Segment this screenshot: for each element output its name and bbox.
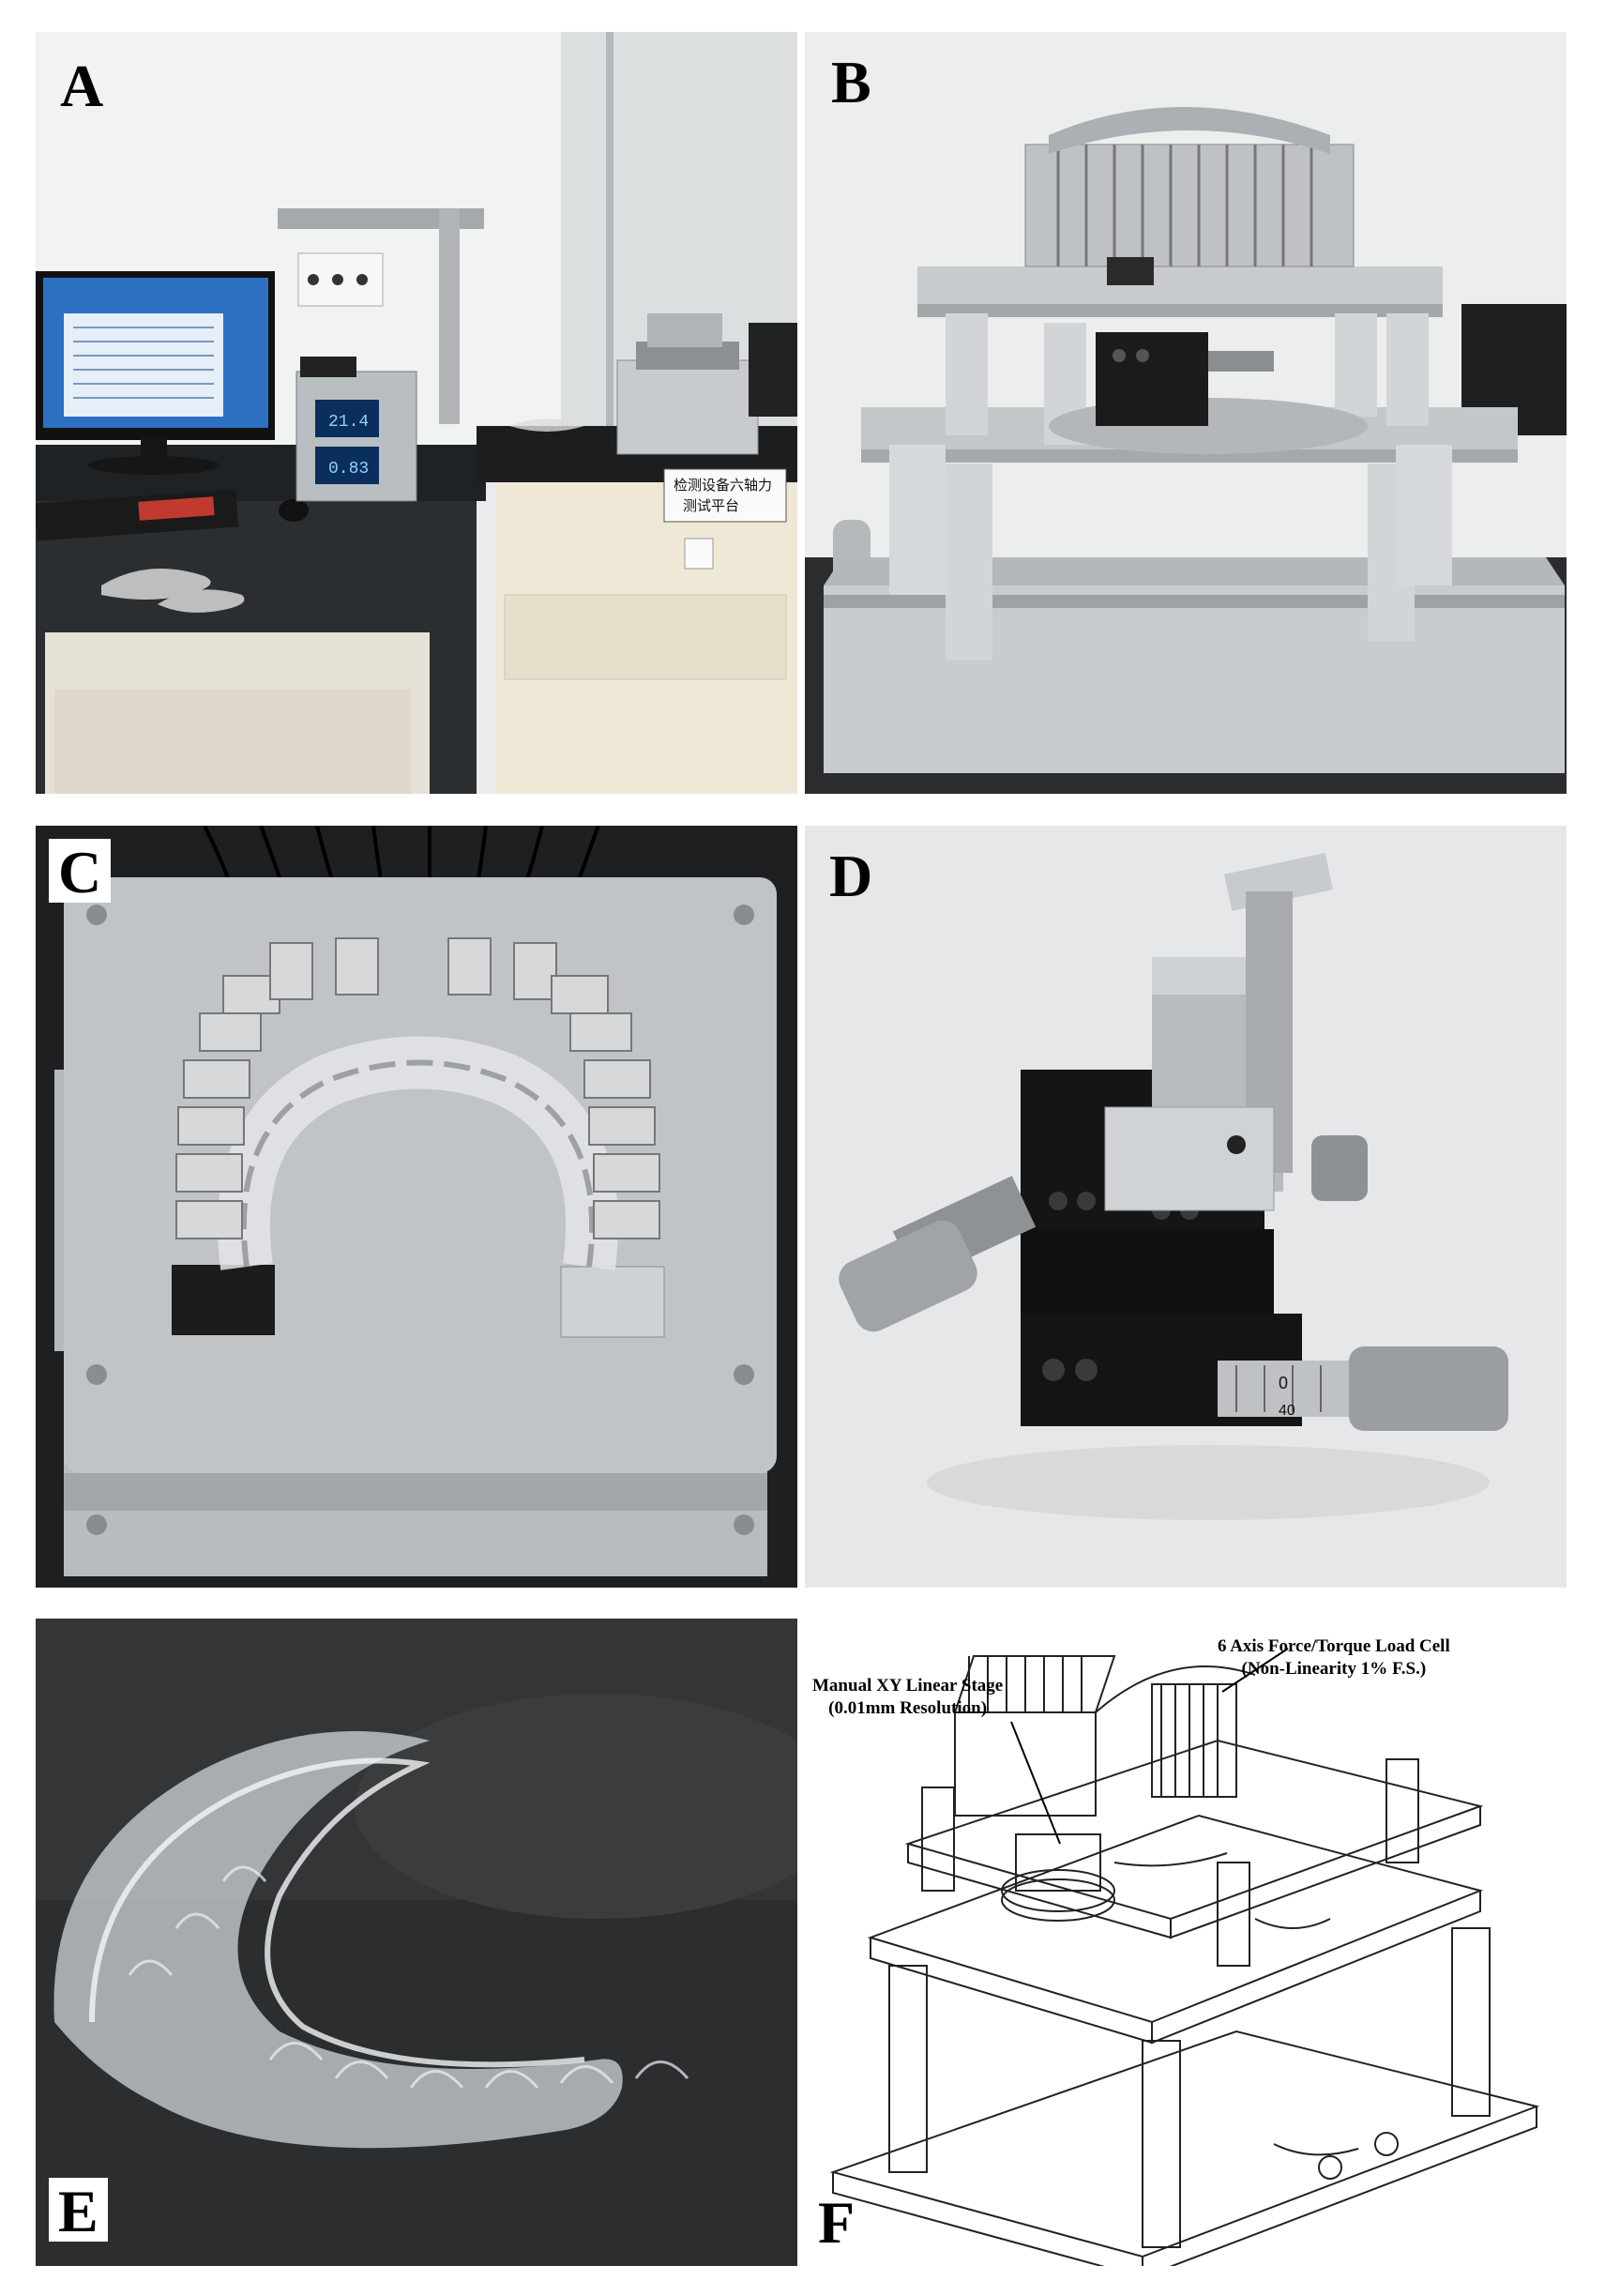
callout-xy-stage-line2: (0.01mm Resolution) [828, 1697, 988, 1718]
callout-load-cell-line2: (Non-Linearity 1% F.S.) [1241, 1658, 1427, 1679]
psu-voltage-reading: 21.4 [328, 413, 369, 432]
rig-signage-line2: 测试平台 [683, 497, 739, 514]
micrometer-scale-zero: 0 [1279, 1374, 1288, 1392]
panel-c-arch-fixture-photo: C [36, 826, 797, 1588]
panel-b-test-rig-photo: B [805, 32, 1567, 794]
panel-label-d: D [829, 843, 873, 909]
panel-label-c: C [49, 839, 112, 903]
rig-signage-line1: 检测设备六轴力 [674, 477, 772, 494]
test-rig-illustration [805, 32, 1567, 794]
clear-aligner-illustration [36, 1619, 797, 2266]
callout-load-cell-line1: 6 Axis Force/Torque Load Cell [1218, 1636, 1450, 1656]
panel-a-lab-setup-photo: 21.4 0.83 检测设备六轴力 测试平台 A [36, 32, 797, 794]
micrometer-scale-forty: 40 [1279, 1403, 1295, 1419]
callout-load-cell: 6 Axis Force/Torque Load Cell (Non-Linea… [1218, 1635, 1450, 1680]
rig-line-drawing [829, 1648, 1540, 2266]
panel-label-f: F [818, 2189, 855, 2256]
psu-current-reading: 0.83 [328, 460, 369, 479]
callout-xy-stage: Manual XY Linear Stage (0.01mm Resolutio… [812, 1675, 1003, 1720]
arch-fixture-illustration [36, 826, 797, 1588]
callout-xy-stage-line1: Manual XY Linear Stage [812, 1676, 1004, 1695]
panel-label-e: E [49, 2178, 108, 2242]
panel-e-clear-aligner-photo: E [36, 1619, 797, 2266]
panel-label-a: A [60, 53, 104, 119]
panel-label-b: B [831, 49, 871, 115]
lab-setup-illustration: 21.4 0.83 检测设备六轴力 测试平台 [36, 32, 797, 794]
panel-d-xy-stage-photo: 0 40 D [805, 826, 1567, 1588]
xy-stage-illustration: 0 40 [805, 826, 1567, 1588]
panel-f-schematic-drawing: 6 Axis Force/Torque Load Cell (Non-Linea… [805, 1619, 1567, 2266]
